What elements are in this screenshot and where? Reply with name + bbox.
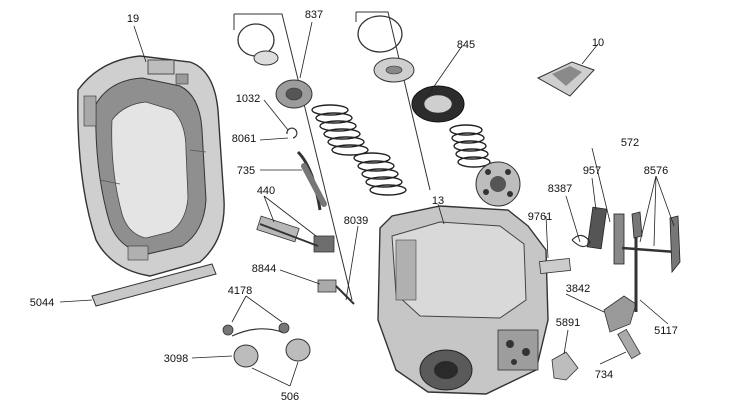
coil-springs xyxy=(311,104,491,196)
callout-9761: 9761 xyxy=(528,211,552,223)
callout-8387: 8387 xyxy=(548,183,572,195)
bell-housing xyxy=(77,55,225,277)
right-side-levers xyxy=(539,206,681,381)
callout-8039: 8039 xyxy=(344,215,368,227)
transmission-case xyxy=(377,205,549,395)
servo-pistons xyxy=(275,79,465,123)
callout-845: 845 xyxy=(457,39,475,51)
callout-5044: 5044 xyxy=(30,297,54,309)
callout-5891: 5891 xyxy=(556,317,580,329)
bottom-parts xyxy=(91,263,311,368)
callout-5117: 5117 xyxy=(654,325,678,337)
callout-572: 572 xyxy=(621,137,639,149)
linkage-parts xyxy=(256,127,355,305)
callout-506: 506 xyxy=(281,391,299,403)
callout-8844: 8844 xyxy=(252,263,276,275)
leader-lines xyxy=(59,21,675,387)
filter-part xyxy=(536,61,595,97)
callout-957: 957 xyxy=(583,165,601,177)
callout-837: 837 xyxy=(305,9,323,21)
callout-labels: 19 837 845 10 1032 8061 735 440 8039 13 … xyxy=(30,9,678,403)
servo-piston-wheel xyxy=(475,161,521,207)
callout-3098: 3098 xyxy=(164,353,188,365)
callout-4178: 4178 xyxy=(228,285,252,297)
callout-3842: 3842 xyxy=(566,283,590,295)
callout-10: 10 xyxy=(592,37,604,49)
servo-group-border xyxy=(233,11,431,301)
callout-734: 734 xyxy=(595,369,613,381)
snap-rings xyxy=(237,15,415,83)
callout-440: 440 xyxy=(257,185,275,197)
callout-1032: 1032 xyxy=(236,93,260,105)
callout-19: 19 xyxy=(127,13,139,25)
callout-8061: 8061 xyxy=(232,133,256,145)
callout-13: 13 xyxy=(432,195,444,207)
callout-8576: 8576 xyxy=(644,165,668,177)
callout-735: 735 xyxy=(237,165,255,177)
